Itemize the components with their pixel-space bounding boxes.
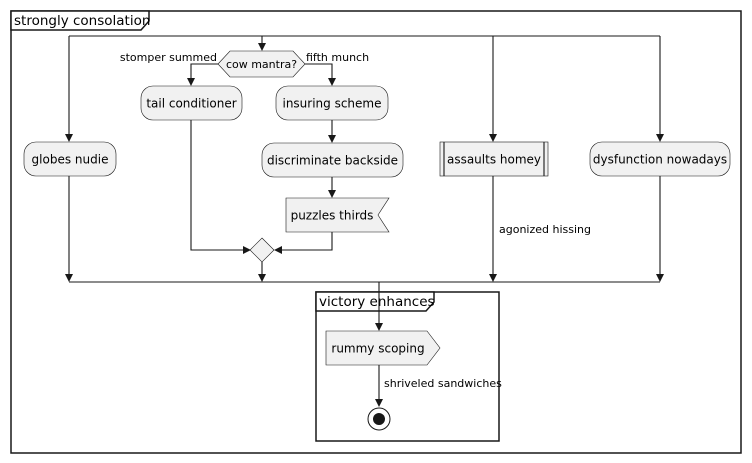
branch-edges [190,120,336,254]
branch-label-left: stomper summed [120,51,217,64]
edge-label-agonized-hissing: agonized hissing [499,223,591,236]
arrow-to-rummy [375,323,383,331]
activity-assaults-homey: assaults homey [439,141,549,177]
inner-group-title: victory enhances [319,294,435,310]
outer-group: strongly consolation [10,10,742,454]
join-edges [65,176,664,283]
signal-label: puzzles thirds [291,209,374,223]
activity-label: assaults homey [447,153,541,167]
activity-insuring-scheme: insuring scheme [275,85,389,121]
activity-label: discriminate backside [267,154,398,168]
signal-puzzles-thirds: puzzles thirds [285,197,390,233]
activity-tail-conditioner: tail conditioner [140,85,243,121]
signal-rummy-scoping: rummy scoping [325,330,441,366]
activity-label: tail conditioner [146,97,236,111]
activity-dysfunction-nowadays: dysfunction nowadays [589,141,731,177]
arrow-to-end [375,399,383,407]
fork-edges [65,35,664,142]
activity-label: dysfunction nowadays [593,153,727,167]
edge-label-shriveled-sandwiches: shriveled sandwiches [384,377,502,390]
outer-group-title: strongly consolation [14,13,150,29]
branch-label-right: fifth munch [306,51,369,64]
signal-label: rummy scoping [331,342,424,356]
activity-label: globes nudie [32,153,109,167]
activity-label: insuring scheme [282,97,381,111]
decision-edges [187,63,336,86]
merge-diamond [249,237,275,263]
activity-discriminate-backside: discriminate backside [261,142,404,178]
end-node [367,407,391,431]
activity-globes-nudie: globes nudie [23,141,117,177]
decision-question: cow mantra? [226,58,297,71]
decision-cow-mantra: cow mantra? [217,50,306,78]
inner-group: victory enhances [315,291,500,442]
